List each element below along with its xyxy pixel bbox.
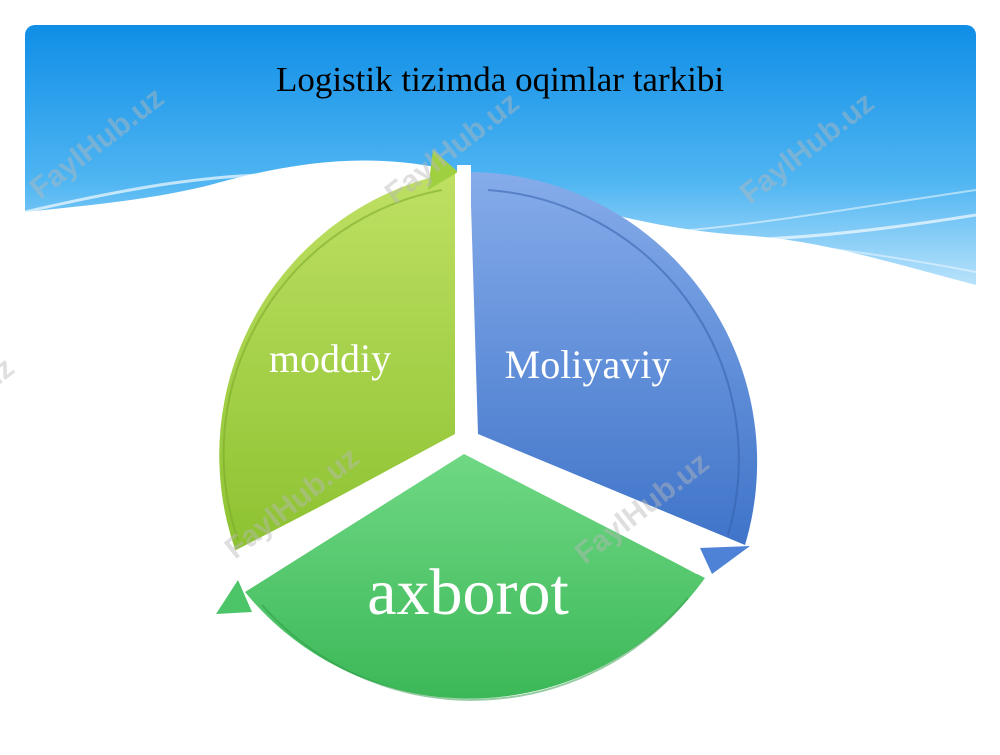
segment-moddiy <box>219 150 458 552</box>
segment-label-axborot: axborot <box>367 556 569 629</box>
segment-label-moliyaviy: Moliyaviy <box>505 342 672 387</box>
segment-separators <box>228 165 704 575</box>
cycle-arrowhead-icon <box>216 580 252 614</box>
cycle-arrowhead-icon <box>428 150 458 190</box>
segment-label-moddiy: moddiy <box>269 336 391 381</box>
cycle-arrowhead-icon <box>700 546 750 574</box>
segment-moliyaviy <box>470 172 758 574</box>
watermark: FaylHub.uz <box>0 351 20 476</box>
segment-axborot <box>216 454 705 701</box>
slide-title: Logistik tizimda oqimlar tarkibi <box>275 60 725 99</box>
